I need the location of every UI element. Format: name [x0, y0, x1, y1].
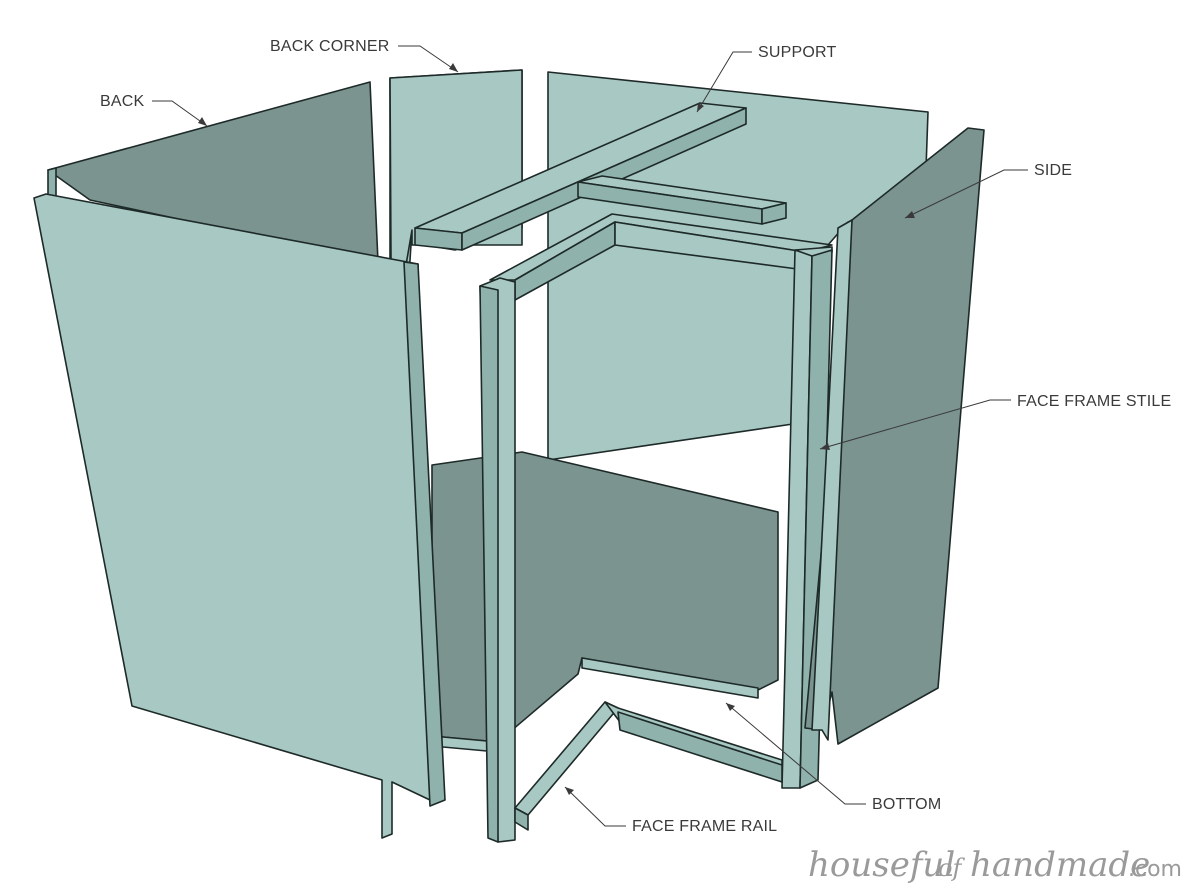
watermark-logo: houseful of handmade .com [808, 845, 1182, 885]
bottom-panel [431, 451, 779, 753]
watermark-part-4: .com [1128, 857, 1182, 882]
label-face-frame-stile: FACE FRAME STILE [819, 393, 1171, 450]
label-back-corner-text: BACK CORNER [270, 38, 390, 55]
watermark-part-1: houseful [808, 845, 955, 885]
label-back: BACK [100, 93, 208, 127]
label-face-frame-rail-text: FACE FRAME RAIL [632, 818, 777, 835]
label-support-text: SUPPORT [758, 44, 836, 61]
label-support: SUPPORT [696, 44, 836, 113]
label-back-corner: BACK CORNER [270, 38, 459, 73]
label-side: SIDE [904, 162, 1072, 219]
label-face-frame-rail: FACE FRAME RAIL [564, 786, 777, 835]
back-panel-front [33, 193, 446, 839]
face-frame [479, 213, 833, 843]
label-back-text: BACK [100, 93, 144, 110]
watermark-part-2: of [938, 854, 965, 882]
side-panel [804, 127, 985, 745]
label-face-frame-stile-text: FACE FRAME STILE [1017, 393, 1171, 410]
label-bottom: BOTTOM [725, 702, 941, 813]
label-side-text: SIDE [1034, 162, 1072, 179]
support-boards [414, 102, 787, 251]
label-bottom-text: BOTTOM [872, 796, 941, 813]
watermark-part-3: handmade [970, 845, 1150, 885]
